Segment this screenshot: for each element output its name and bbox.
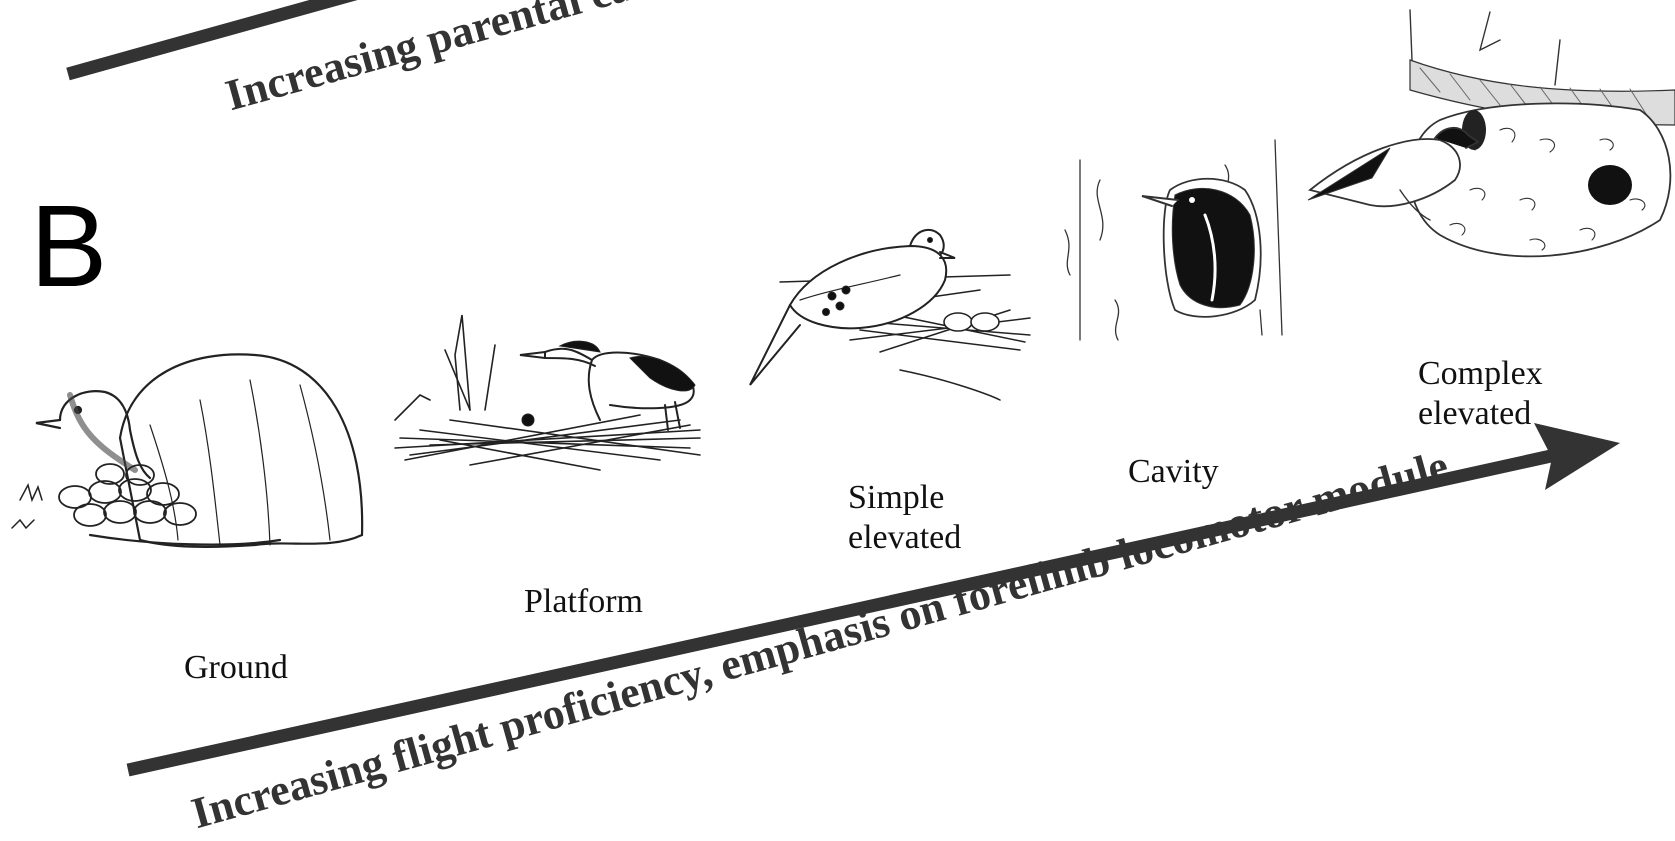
nest-label-line: Platform <box>524 582 643 622</box>
nest-label-ground: Ground <box>184 648 288 688</box>
dove-on-twig-nest-icon <box>750 230 1030 400</box>
emu-on-ground-nest-icon <box>12 354 362 546</box>
panel-letter: B <box>30 188 107 304</box>
nest-label-line: elevated <box>1418 394 1543 434</box>
nest-label-line: elevated <box>848 518 961 558</box>
nest-label-line: Simple <box>848 478 961 518</box>
nest-label-simple-elevated: Simple elevated <box>848 478 961 558</box>
swallow-at-mud-nest-icon <box>1308 10 1675 256</box>
nest-label-platform: Platform <box>524 582 643 622</box>
bird-in-tree-cavity-icon <box>1065 140 1282 340</box>
nest-label-line: Cavity <box>1128 452 1219 492</box>
nest-label-cavity: Cavity <box>1128 452 1219 492</box>
nest-label-line: Complex <box>1418 354 1543 394</box>
nest-label-line: Ground <box>184 648 288 688</box>
nest-label-complex-elevated: Complex elevated <box>1418 354 1543 434</box>
heron-on-platform-nest-icon <box>395 315 700 470</box>
